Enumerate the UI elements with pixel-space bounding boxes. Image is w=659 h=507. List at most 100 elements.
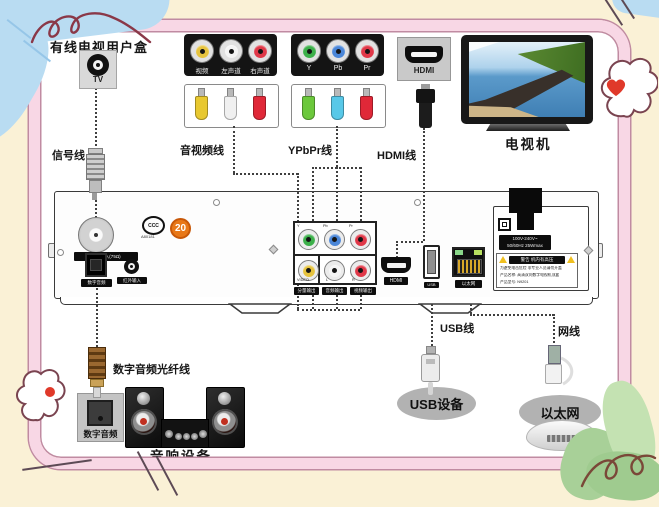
stb-usb-port-icon [423, 245, 440, 279]
ccc-cert-icon: CCC [142, 216, 165, 235]
hdmi-plug-icon [416, 84, 435, 128]
av-cable-line [233, 126, 235, 173]
out-letter-l: L [326, 278, 329, 282]
slash-line [22, 459, 92, 471]
rca-output-cluster: Y Pb Pr VIDEO L R [293, 221, 377, 285]
network-cable-label: 网线 [558, 326, 580, 338]
knob-icon [199, 430, 207, 438]
tv-screen-glare [469, 42, 500, 52]
tweeter-icon [137, 392, 150, 405]
out-jack-y-icon [298, 229, 319, 250]
rf-input-connector-icon [78, 217, 114, 253]
output-bar-audio: 音频输出 [322, 287, 347, 295]
ethernet-cable-line [553, 314, 555, 347]
stb-foot-right [418, 303, 482, 315]
ypbpr-plug-box [291, 84, 386, 128]
av-plug-white-icon [224, 88, 237, 120]
output-bar-component: 分量输出 [294, 287, 319, 295]
av-jack-label-right: 右声道 [250, 68, 270, 75]
hdmi-socket-icon [405, 46, 443, 63]
ypbpr-jack-label-pr: Pr [363, 65, 371, 72]
paw-doodle [12, 362, 66, 428]
warning-note: 为避免电击危险 非专业人员请勿开盖 [500, 266, 562, 270]
tv-stand [486, 124, 570, 131]
speaker-right [206, 387, 245, 448]
hdmi-cable-label: HDMI线 [377, 150, 417, 162]
knob-icon [191, 433, 198, 440]
speaker-left [125, 387, 164, 448]
optical-out-label: 数字音频 [81, 279, 112, 287]
curly-vine-doodle [578, 438, 658, 496]
tweeter-icon [218, 392, 231, 405]
usb-cable-label: USB线 [440, 323, 475, 335]
stb-ethernet-port-label: 以太网 [455, 280, 482, 288]
stb-hdmi-port-label: HDMI [384, 277, 408, 285]
tv-screen [469, 42, 585, 117]
coax-socket-icon [87, 54, 109, 77]
out-letter-y: Y [297, 224, 300, 228]
audio-console [161, 419, 209, 448]
rj45-cable-curve [559, 356, 579, 386]
out-jack-video-icon [298, 260, 319, 281]
out-letter-video: VIDEO [297, 278, 309, 282]
ethernet-cable-line [470, 314, 554, 316]
ir-jack-icon [124, 259, 139, 274]
woofer-icon [131, 409, 157, 435]
ypbpr-plug-cyan-icon [331, 88, 344, 120]
power-rating-line1: 100V-240V~ [512, 236, 538, 241]
ypbpr-jack-label-y: Y [306, 65, 312, 72]
ccc-cert-code: A80181 [141, 234, 155, 239]
ypbpr-cable-label: YPbPr线 [288, 145, 333, 157]
stb-hdmi-port-icon [381, 257, 411, 273]
screw-icon [213, 199, 220, 206]
rca-jack-pr-icon [355, 39, 379, 63]
out-jack-pb-icon [324, 229, 345, 250]
usb-device-ellipse: USB设备 [397, 387, 476, 420]
output-bracket-line [297, 309, 360, 311]
ir-jack-label: 红外输入 [117, 277, 147, 284]
coax-plug-icon [86, 148, 105, 200]
tv-label: 电视机 [505, 137, 552, 152]
out-letter-r: R [352, 278, 355, 282]
optical-device-port-icon [87, 400, 113, 426]
output-bar-video: 视频输出 [350, 287, 376, 295]
stb-ethernet-port-icon [452, 247, 485, 277]
power-cord-icon [509, 188, 542, 213]
av-cable-line [233, 173, 298, 175]
product-name: 产品名称: 高清双向数字电视机顶盒 [500, 273, 560, 277]
knob-icon [165, 430, 173, 438]
ypbpr-cable-line [336, 126, 338, 167]
optical-device-label: 数字音频 [83, 429, 118, 439]
rca-jack-y-icon [297, 39, 321, 63]
optical-cable-label: 数字音频光纤线 [113, 364, 190, 376]
av-jack-label-video: 视频 [195, 68, 209, 75]
warning-triangle-icon [567, 256, 575, 263]
knob-icon [175, 433, 182, 440]
optical-cable-line [96, 288, 98, 347]
set-top-box-base [60, 297, 593, 305]
out-jack-left-icon [324, 260, 345, 281]
optical-plug-icon [88, 347, 106, 398]
recycle-mark-icon: 20 [170, 218, 191, 239]
rca-jack-audio-left-icon [219, 39, 243, 63]
warning-triangle-icon [499, 256, 507, 263]
optical-device: 数字音频 [77, 393, 124, 442]
av-plug-yellow-icon [195, 88, 208, 120]
screw-icon [414, 199, 421, 206]
tv-set [461, 35, 593, 124]
av-jack-label-left: 左声道 [221, 68, 241, 75]
power-rating-line2: 50/60Hz 25Wmax [507, 243, 543, 249]
woofer-icon [212, 409, 238, 435]
router-device [526, 420, 598, 451]
hdmi-port-box-label: HDMI [413, 66, 435, 75]
ethernet-ellipse: 以太网 [519, 395, 601, 429]
usb-cable-line [431, 304, 433, 346]
ethernet-cable-line [470, 304, 472, 314]
rca-jack-video-icon [190, 39, 214, 63]
tv-port-label: TV [92, 75, 104, 85]
out-jack-right-icon [350, 260, 371, 281]
ypbpr-jack-panel: Y Pb Pr [291, 34, 384, 76]
hdmi-cable-line [423, 128, 425, 241]
hdmi-cable-line [396, 241, 398, 258]
ypbpr-jack-label-pb: Pb [333, 65, 343, 72]
